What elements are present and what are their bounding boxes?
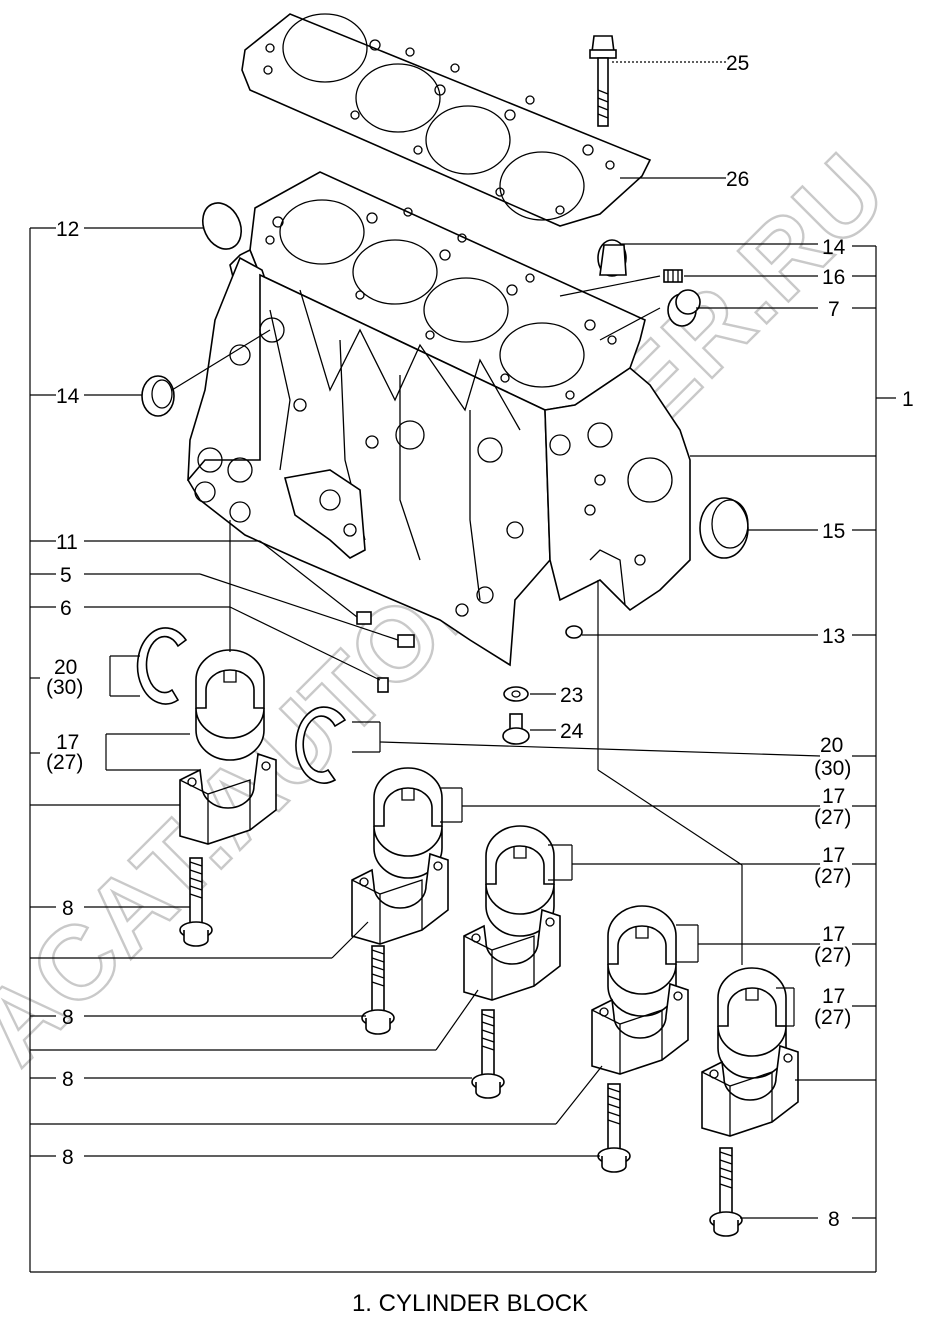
main-bearing-caps [179, 752, 799, 1137]
callout-20-right: 20 [820, 734, 843, 757]
main-bearing-bolt [179, 857, 213, 947]
callout-8-d: 8 [62, 1146, 74, 1169]
thrust-washer-upper [136, 627, 188, 705]
callout-15: 15 [822, 520, 845, 543]
callout-17-r2: 17 [822, 844, 845, 867]
callout-27-r3: (27) [814, 944, 851, 967]
plug-6 [377, 677, 389, 693]
bearing-cap [179, 752, 277, 845]
callout-5: 5 [60, 564, 72, 587]
callout-13: 13 [822, 625, 845, 648]
callout-17-r1: 17 [822, 785, 845, 808]
threaded-plug [667, 289, 701, 327]
plug-11 [356, 611, 372, 625]
callout-8-a: 8 [62, 897, 74, 920]
callout-27-r4: (27) [814, 1006, 851, 1029]
callout-27-left: (27) [46, 751, 83, 774]
drain-bolt [502, 713, 530, 745]
callout-30-left: (30) [46, 676, 83, 699]
main-bearing-bolt [471, 1009, 505, 1099]
cylinder-block [187, 171, 691, 667]
callout-7: 7 [828, 298, 840, 321]
callout-8-c: 8 [62, 1068, 74, 1091]
bearing-shell [485, 825, 555, 937]
callout-17-r3: 17 [822, 923, 845, 946]
expansion-plug-upper [597, 239, 627, 277]
callout-27-r2: (27) [814, 865, 851, 888]
callout-8-b: 8 [62, 1006, 74, 1029]
expansion-plug-side [141, 375, 175, 417]
callout-27-r1: (27) [814, 806, 851, 829]
main-bearing-bolt [709, 1147, 743, 1237]
bearing-shell [195, 649, 265, 761]
bearing-shell [717, 967, 787, 1079]
head-gasket [241, 13, 652, 227]
washer [503, 686, 529, 702]
thrust-washer-lower [295, 706, 347, 784]
callout-11: 11 [56, 531, 78, 554]
small-plug [663, 269, 683, 283]
callout-17-left: 17 [56, 731, 79, 754]
main-bearing-bolt [361, 945, 395, 1035]
main-bearing-bolt [597, 1083, 631, 1173]
callout-25: 25 [726, 52, 749, 75]
main-bearing-bolts [179, 857, 743, 1237]
o-ring [201, 202, 243, 250]
bearing-shell [607, 905, 677, 1017]
plug-13 [565, 625, 583, 639]
callout-12: 12 [56, 218, 79, 241]
callout-23: 23 [560, 684, 583, 707]
callout-30-right: (30) [814, 757, 851, 780]
callout-6: 6 [60, 597, 72, 620]
callout-20-left: 20 [54, 656, 77, 679]
leader-lines [30, 177, 896, 1219]
plug-5 [397, 634, 415, 648]
camshaft-bushing [699, 497, 749, 559]
bearing-cap [463, 908, 561, 1001]
bearing-cap [351, 852, 449, 945]
callout-14-lower: 14 [56, 385, 80, 408]
callout-16: 16 [822, 266, 845, 289]
callout-1: 1 [902, 388, 914, 411]
callout-26: 26 [726, 168, 749, 191]
callout-17-r4: 17 [822, 985, 845, 1008]
callout-labels: 25 26 12 14 16 7 14 1 15 11 5 6 13 20 (3… [46, 52, 914, 1231]
callout-14-upper: 14 [822, 236, 846, 259]
bearing-shell [373, 767, 443, 879]
bearing-cap [591, 982, 689, 1075]
head-bolt [589, 35, 726, 127]
diagram-title: 1. CYLINDER BLOCK [351, 1290, 589, 1317]
bearing-cap [701, 1044, 799, 1137]
callout-24: 24 [560, 720, 584, 743]
callout-8-e: 8 [828, 1208, 840, 1231]
